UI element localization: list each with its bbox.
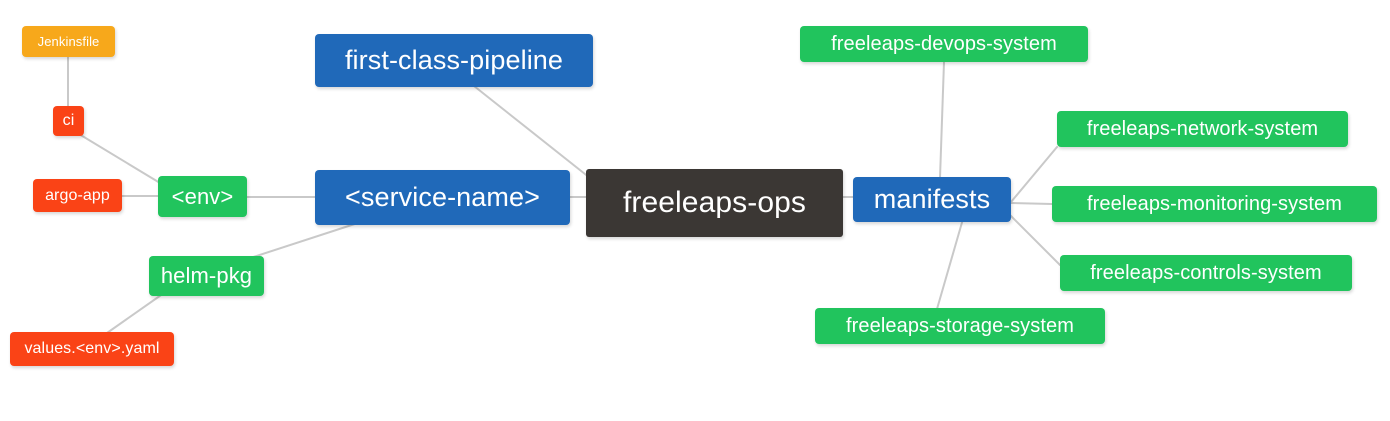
node-ci[interactable]: ci	[53, 106, 84, 136]
node-freeleaps-storage-system-label: freeleaps-storage-system	[845, 315, 1075, 337]
node-argo-app-label: argo-app	[45, 186, 110, 204]
node-values-yaml-label: values.<env>.yaml	[24, 340, 160, 357]
node-freeleaps-storage-system[interactable]: freeleaps-storage-system	[815, 308, 1105, 344]
edge-manifests-storage-system	[936, 218, 964, 310]
node-first-class-pipeline-label: first-class-pipeline	[344, 45, 564, 75]
edge-manifests-network-system	[1010, 146, 1058, 203]
node-freeleaps-devops-system-label: freeleaps-devops-system	[831, 33, 1057, 55]
node-manifests-label: manifests	[873, 184, 991, 214]
node-manifests[interactable]: manifests	[853, 177, 1011, 222]
node-jenkinsfile[interactable]: Jenkinsfile	[22, 26, 115, 57]
node-argo-app[interactable]: argo-app	[33, 179, 122, 212]
node-env[interactable]: <env>	[158, 176, 247, 217]
node-freeleaps-controls-system-label: freeleaps-controls-system	[1090, 262, 1322, 284]
node-freeleaps-network-system-label: freeleaps-network-system	[1086, 118, 1319, 140]
edge-helm-pkg-values-yaml	[106, 292, 165, 334]
edge-env-ci	[78, 133, 161, 184]
node-service-name-label: <service-name>	[345, 182, 540, 212]
node-helm-pkg-label: helm-pkg	[160, 263, 253, 288]
node-freeleaps-devops-system[interactable]: freeleaps-devops-system	[800, 26, 1088, 62]
node-ci-label: ci	[62, 112, 75, 129]
node-jenkinsfile-label: Jenkinsfile	[37, 34, 100, 49]
node-root-label: freeleaps-ops	[622, 186, 807, 219]
node-freeleaps-network-system[interactable]: freeleaps-network-system	[1057, 111, 1348, 147]
node-freeleaps-monitoring-system-label: freeleaps-monitoring-system	[1086, 193, 1342, 215]
node-freeleaps-controls-system[interactable]: freeleaps-controls-system	[1060, 255, 1352, 291]
node-env-label: <env>	[171, 183, 234, 209]
node-service-name[interactable]: <service-name>	[315, 170, 570, 225]
node-root-freeleaps-ops[interactable]: freeleaps-ops	[586, 169, 843, 237]
node-first-class-pipeline[interactable]: first-class-pipeline	[315, 34, 593, 87]
edge-manifests-monitoring-system	[1010, 202, 1053, 205]
node-freeleaps-monitoring-system[interactable]: freeleaps-monitoring-system	[1052, 186, 1377, 222]
node-helm-pkg[interactable]: helm-pkg	[149, 256, 264, 296]
edge-root-first-class-pipeline	[473, 85, 591, 179]
node-values-yaml[interactable]: values.<env>.yaml	[10, 332, 174, 366]
edge-manifests-devops-system	[939, 61, 945, 179]
